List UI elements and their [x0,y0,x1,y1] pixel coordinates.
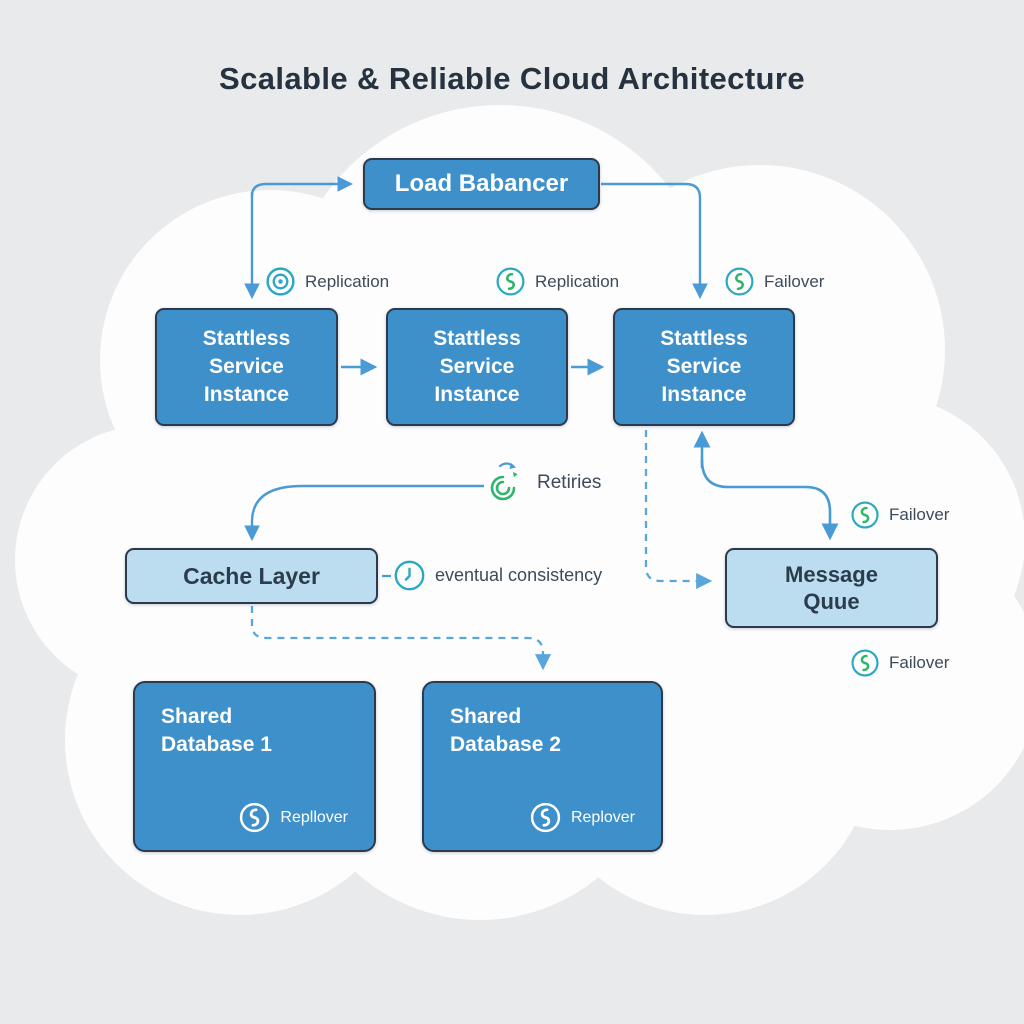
db-badge-label: Repllover [280,808,348,826]
sync-white-icon [530,802,561,833]
db-badge-label: Replover [570,808,635,826]
node-label-line: Quue [803,589,860,614]
annotation-failover-mid: Failover [850,500,949,530]
sync-icon [496,267,525,296]
node-shared-database-2: Shared Database 2 Replover [422,681,663,852]
target-icon [266,267,295,296]
annotation-label: Replication [305,271,390,291]
sync-white-icon [240,802,270,833]
node-label-line: Database 2 [450,733,561,756]
annotation-eventual-consistency: eventual consistency [393,559,602,592]
node-shared-database-1: Shared Database 1 Repllover [133,681,376,852]
annotation-failover-top: Failover [724,266,824,297]
node-label-line: Instance [661,383,747,406]
sync-icon [851,649,879,677]
node-service-instance-2: Stattless Service Instance [386,308,568,426]
node-label-line: Instance [203,383,290,406]
annotation-label: Failover [764,271,825,291]
node-label: Cache Layer [183,562,320,589]
node-service-instance-1: Stattless Service Instance [155,308,338,426]
annotation-label: Failover [889,505,950,524]
node-label: Load Babancer [394,170,569,197]
sync-icon [725,267,754,296]
node-label-line: Message [785,562,878,587]
node-label-line: Stattless [202,327,291,350]
node-cache-layer: Cache Layer [125,548,378,604]
node-label-line: Stattless [433,327,521,350]
node-service-instance-3: Stattless Service Instance [613,308,795,426]
node-label-line: Instance [434,383,520,406]
page-title: Scalable & Reliable Cloud Architecture [219,61,805,96]
annotation-label: Failover [889,653,950,672]
node-label-line: Stattless [660,327,748,350]
node-label-line: Service [439,355,515,378]
clock-icon [394,560,425,591]
retry-spiral-icon [490,462,518,501]
annotation-failover-bottom: Failover [850,648,949,678]
annotation-label: Retiries [537,472,602,493]
node-label-line: Shared [450,705,522,728]
annotation-retries: Retiries [480,459,601,507]
annotation-label: eventual consistency [435,565,603,585]
node-label-line: Shared [161,705,233,728]
db-badge: Replover [529,801,635,834]
annotation-replication-1: Replication [265,266,389,297]
node-label-line: Service [666,355,742,378]
node-label-line: Service [209,355,284,378]
annotation-label: Replication [535,271,620,291]
annotation-replication-2: Replication [495,266,619,297]
node-label-line: Database 1 [161,733,272,756]
node-message-queue: Message Quue [725,548,938,628]
db-badge: Repllover [238,801,348,834]
node-load-balancer: Load Babancer [363,158,600,210]
sync-icon [851,501,879,529]
